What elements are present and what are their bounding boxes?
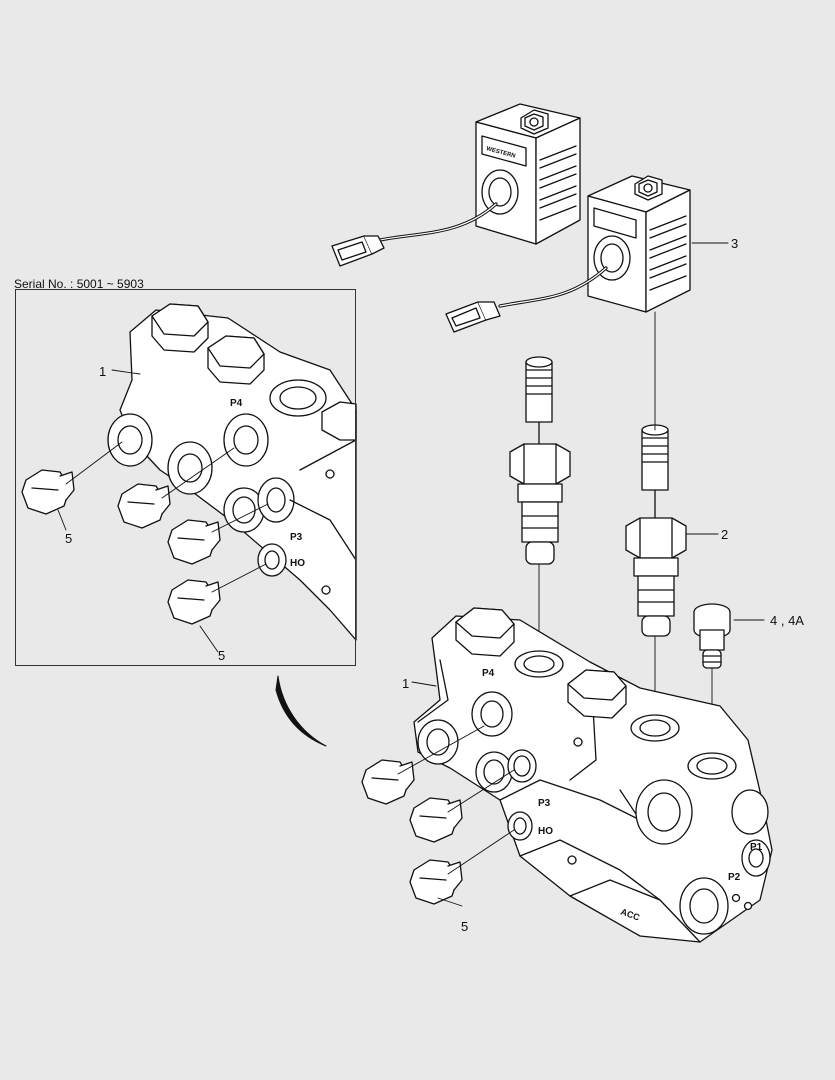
inset-port-mark-ho: HO [290,558,305,569]
plug-main-2 [409,797,463,843]
serial-range-inset-frame [15,289,356,666]
inset-callout-5-plug-lower: 5 [218,648,226,663]
callout-5-plug: 5 [461,919,469,934]
callout-4-relief-plug: 4 , 4A [770,613,804,628]
plug-inset-4 [167,579,221,625]
inset-pointer-arrow [275,675,327,747]
plug-main-1 [361,759,415,805]
main-valve-body: P4 P3 HO P2 P1 ACC [413,607,773,943]
solenoid-coil-a: WESTERN [331,103,581,267]
callout-leaders [57,242,765,907]
inset-callout-1-body: 1 [99,364,107,379]
port-mark-ho: HO [538,826,553,837]
port-mark-p3: P3 [538,798,551,809]
plug-main-3 [409,859,463,905]
cartridge-valve-right [625,424,687,637]
main-plugs [361,725,515,905]
port-mark-p1: P1 [750,842,763,853]
inset-valve-body: P4 P3 HO [107,303,357,641]
plug-inset-2 [117,483,171,529]
callout-1-body: 1 [402,676,410,691]
port-mark-p2: P2 [728,872,741,883]
inset-callout-5-plug-upper: 5 [65,531,73,546]
callout-2-cartridge-valve: 2 [721,527,729,542]
cartridge-valve-left [509,356,571,565]
inset-port-mark-p4: P4 [230,398,243,409]
inset-port-mark-p3: P3 [290,532,303,543]
plug-inset-3 [167,519,221,565]
callout-3-coil: 3 [731,236,739,251]
relief-plug [693,603,731,669]
inset-plugs [21,441,269,625]
solenoid-coil-b [445,175,691,333]
port-mark-p4: P4 [482,668,495,679]
plug-inset-1 [21,469,75,515]
serial-range-label: Serial No. : 5001 ~ 5903 [14,277,144,291]
